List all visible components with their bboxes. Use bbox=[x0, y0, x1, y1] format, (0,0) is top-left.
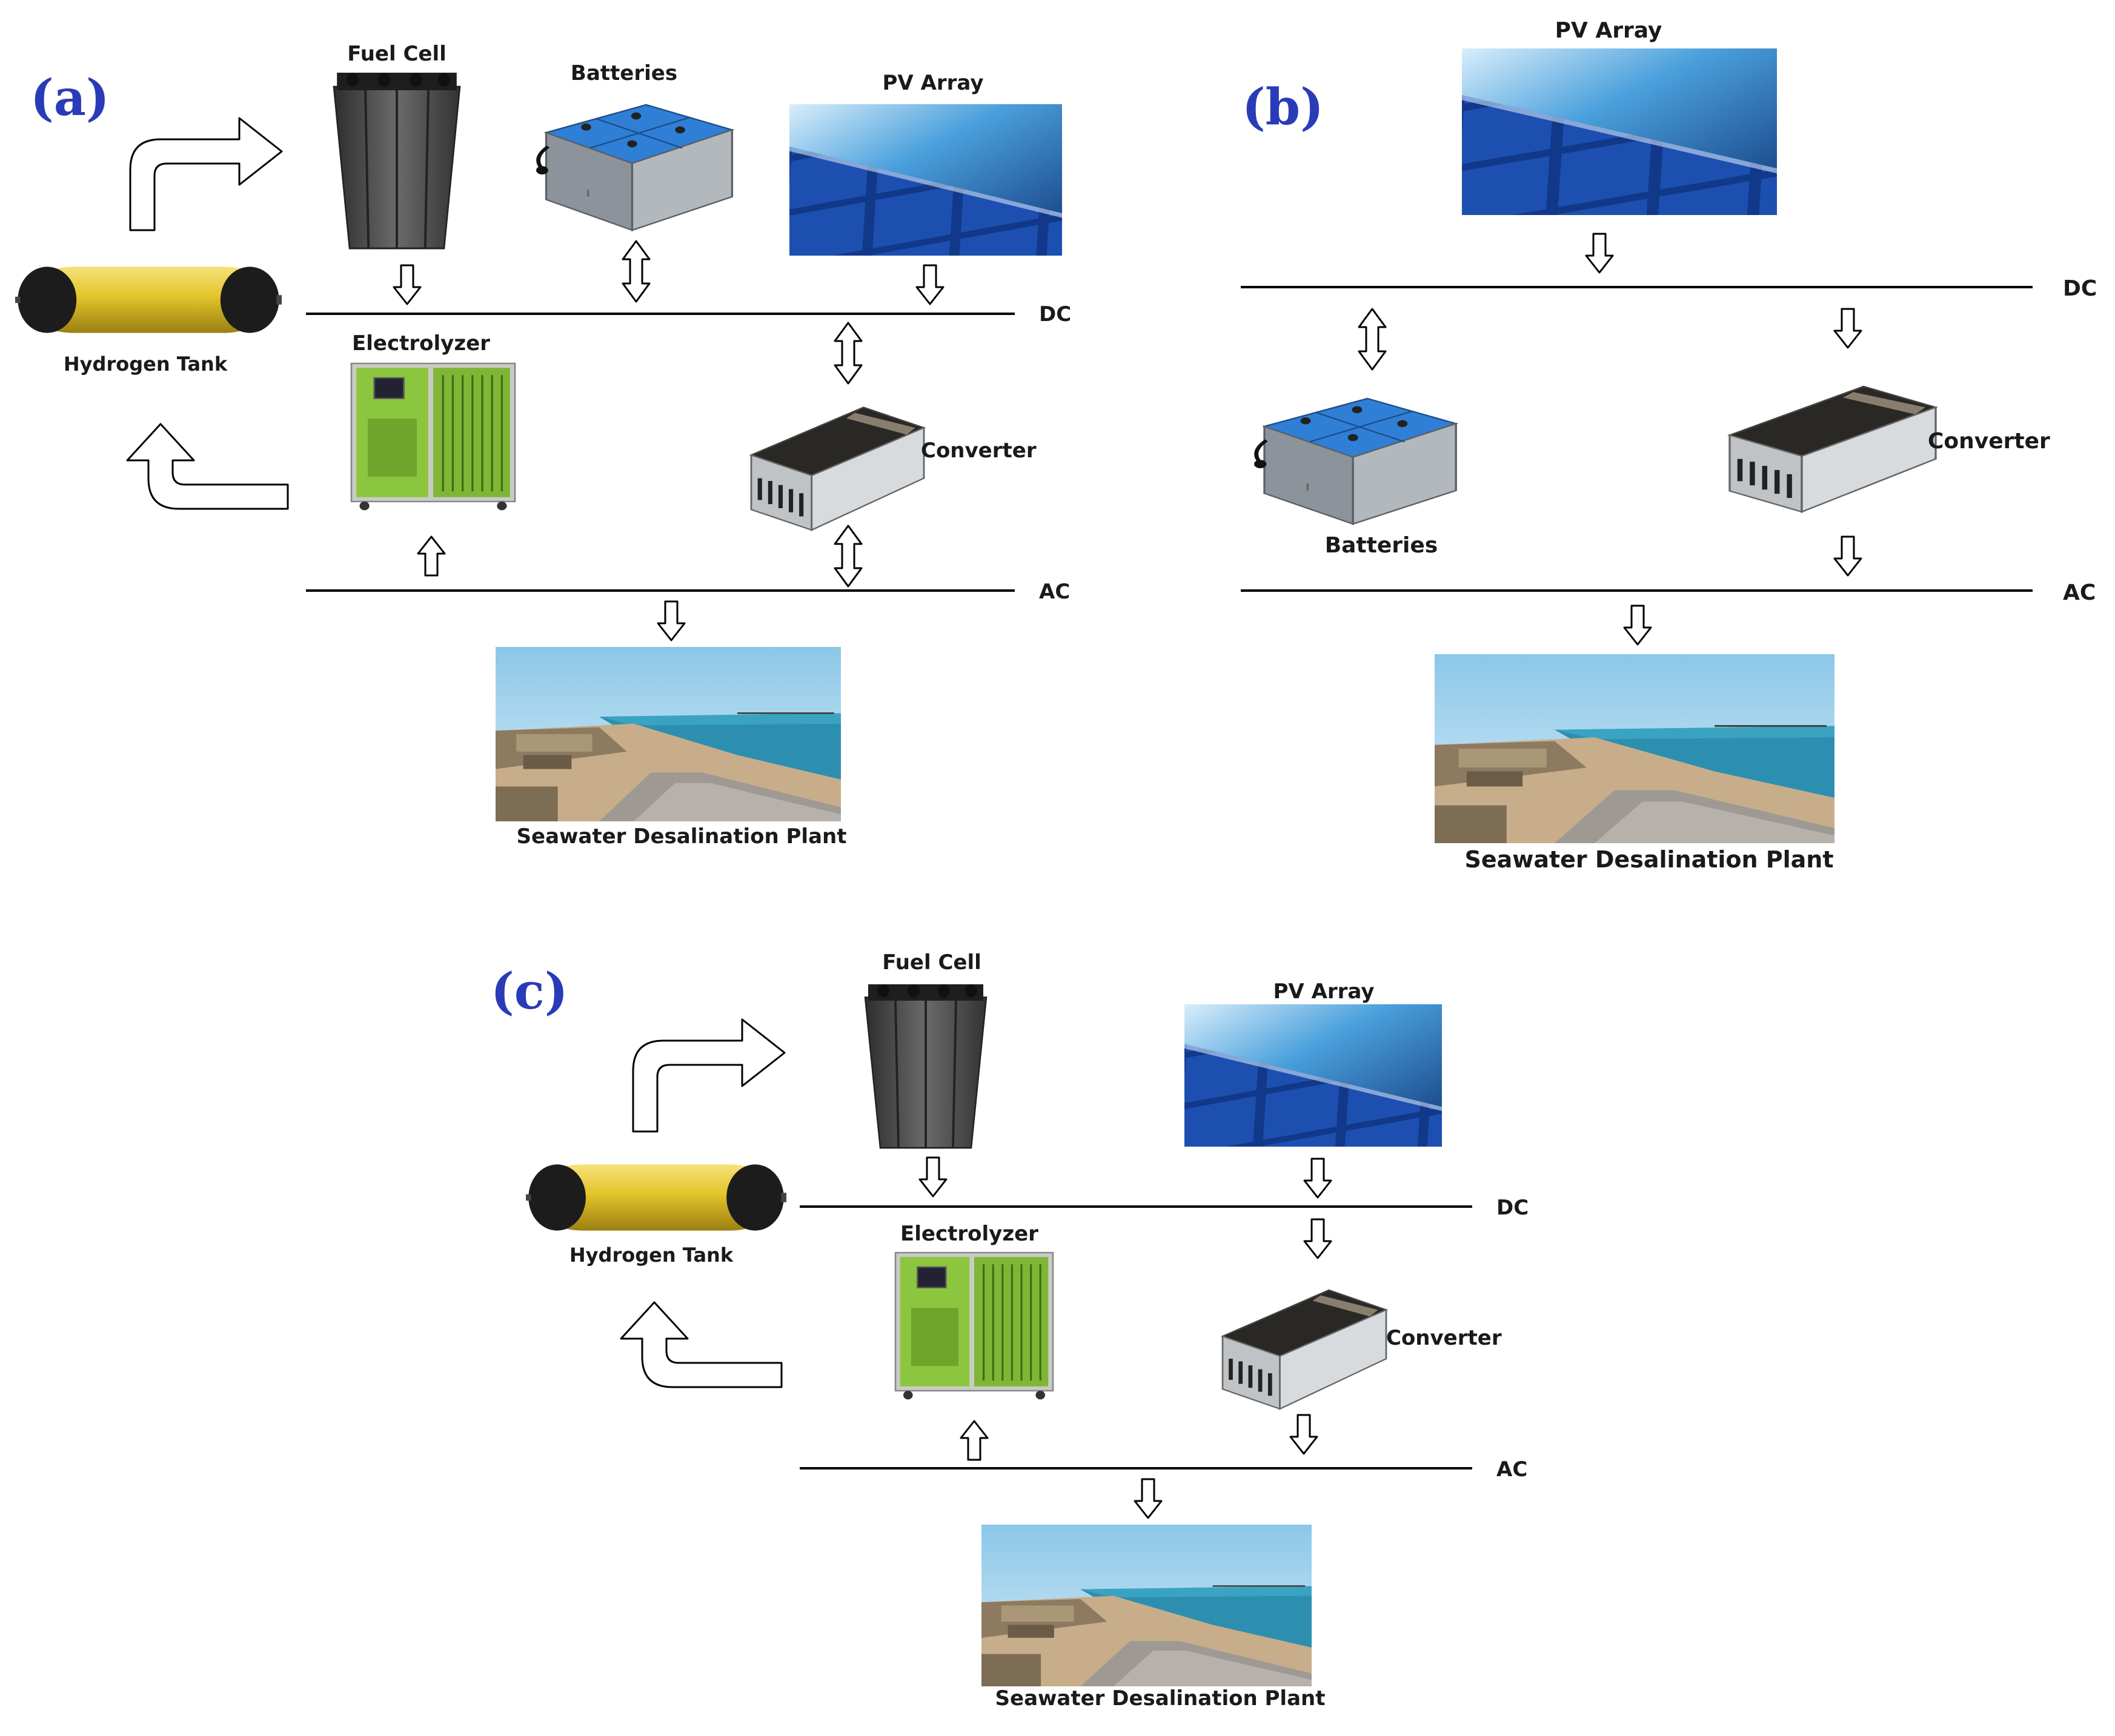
panel-c-pv-array-image bbox=[1184, 1004, 1442, 1147]
panel-c-fuel-cell-label: Fuel Cell bbox=[882, 950, 981, 975]
panel-c-arrow-converter-ac bbox=[1289, 1414, 1318, 1455]
panel-c-plant-label: Seawater Desalination Plant bbox=[995, 1686, 1326, 1711]
panel-c-arrow-dc-converter bbox=[1303, 1218, 1332, 1259]
panel-a-arrow-tank-to-fuelcell bbox=[129, 117, 283, 231]
panel-c-converter-label: Converter bbox=[1386, 1326, 1502, 1350]
panel-a-dc-label: DC bbox=[1039, 302, 1071, 326]
panel-c-dc-label: DC bbox=[1496, 1196, 1529, 1220]
panel-a-plant-image bbox=[496, 647, 841, 821]
panel-b-arrow-dc-batteries bbox=[1358, 308, 1387, 371]
panel-b-arrow-pv-dc bbox=[1585, 233, 1614, 274]
panel-b-dc-label: DC bbox=[2063, 276, 2097, 301]
panel-b-arrow-ac-plant bbox=[1623, 605, 1652, 646]
panel-b-letter: (b) bbox=[1242, 78, 1324, 136]
panel-a-ac-label: AC bbox=[1039, 580, 1070, 604]
panel-c: (c) Fuel Cell PV Array Hydrogen Tank DC … bbox=[491, 950, 1529, 1711]
panel-a-pv-array-label: PV Array bbox=[883, 71, 984, 95]
panel-c-pv-array-label: PV Array bbox=[1273, 979, 1375, 1004]
panel-a-electrolyzer-image bbox=[350, 362, 516, 512]
panel-b-arrow-dc-converter bbox=[1833, 308, 1862, 349]
panel-c-letter: (c) bbox=[491, 962, 568, 1021]
panel-c-arrow-electrolyzer-to-tank bbox=[620, 1301, 783, 1388]
panel-c-converter-image bbox=[1223, 1290, 1386, 1409]
panel-b-batteries-label: Batteries bbox=[1325, 533, 1438, 558]
panel-a-letter: (a) bbox=[30, 69, 110, 127]
panel-a-plant-label: Seawater Desalination Plant bbox=[517, 824, 847, 849]
panel-c-electrolyzer-label: Electrolyzer bbox=[900, 1222, 1038, 1246]
panel-a-hydrogen-tank-label: Hydrogen Tank bbox=[64, 353, 228, 376]
panel-b: (b) PV Array DC Batteries Converter AC S… bbox=[1241, 18, 2097, 873]
panel-c-ac-label: AC bbox=[1496, 1457, 1527, 1482]
panel-a-arrow-electrolyzer-to-tank bbox=[126, 423, 289, 510]
panel-a-arrow-ac-electrolyzer bbox=[417, 535, 446, 577]
panel-a-batteries-image bbox=[536, 105, 732, 230]
panel-b-converter-label: Converter bbox=[1928, 429, 2050, 454]
panel-c-fuel-cell-image bbox=[865, 984, 986, 1148]
panel-a-arrow-converter-ac bbox=[834, 525, 863, 588]
panel-c-arrow-fuelcell-dc bbox=[918, 1156, 948, 1198]
panel-c-arrow-tank-to-fuelcell bbox=[632, 1018, 786, 1133]
panel-c-plant-image bbox=[981, 1525, 1312, 1686]
panel-a-arrow-dc-converter bbox=[834, 322, 863, 385]
panel-a-hydrogen-tank-image bbox=[15, 267, 282, 333]
panel-c-arrow-ac-plant bbox=[1134, 1478, 1163, 1519]
panel-a-fuel-cell-image bbox=[334, 73, 460, 248]
panel-a-electrolyzer-label: Electrolyzer bbox=[352, 331, 490, 356]
panel-b-arrow-converter-ac bbox=[1833, 535, 1862, 577]
panel-c-arrow-pv-dc bbox=[1303, 1158, 1332, 1199]
panel-a-pv-array-image bbox=[789, 104, 1062, 256]
panel-c-hydrogen-tank-label: Hydrogen Tank bbox=[569, 1244, 734, 1267]
panel-a: (a) Fuel Cell Batteries PV Array Hydroge… bbox=[15, 42, 1071, 849]
panel-c-hydrogen-tank-image bbox=[526, 1164, 786, 1231]
panel-a-arrow-batteries-dc bbox=[622, 240, 651, 303]
panel-b-pv-array-image bbox=[1462, 48, 1777, 215]
panel-b-converter-image bbox=[1730, 386, 1936, 512]
panel-a-converter-image bbox=[751, 408, 924, 531]
panel-b-pv-array-label: PV Array bbox=[1555, 18, 1662, 43]
panel-a-arrow-ac-plant bbox=[657, 600, 686, 641]
panel-b-plant-label: Seawater Desalination Plant bbox=[1464, 846, 1833, 873]
panel-b-batteries-image bbox=[1254, 399, 1456, 524]
panel-a-batteries-label: Batteries bbox=[571, 61, 677, 85]
panel-b-plant-image bbox=[1435, 654, 1834, 843]
panel-c-electrolyzer-image bbox=[894, 1251, 1054, 1400]
panel-c-arrow-ac-electrolyzer bbox=[960, 1420, 989, 1461]
panel-a-converter-label: Converter bbox=[921, 439, 1037, 463]
panel-a-arrow-fuelcell-dc bbox=[393, 264, 422, 305]
panel-a-arrow-pv-dc bbox=[915, 264, 945, 305]
panel-a-fuel-cell-label: Fuel Cell bbox=[347, 42, 447, 66]
panel-b-ac-label: AC bbox=[2063, 580, 2096, 605]
